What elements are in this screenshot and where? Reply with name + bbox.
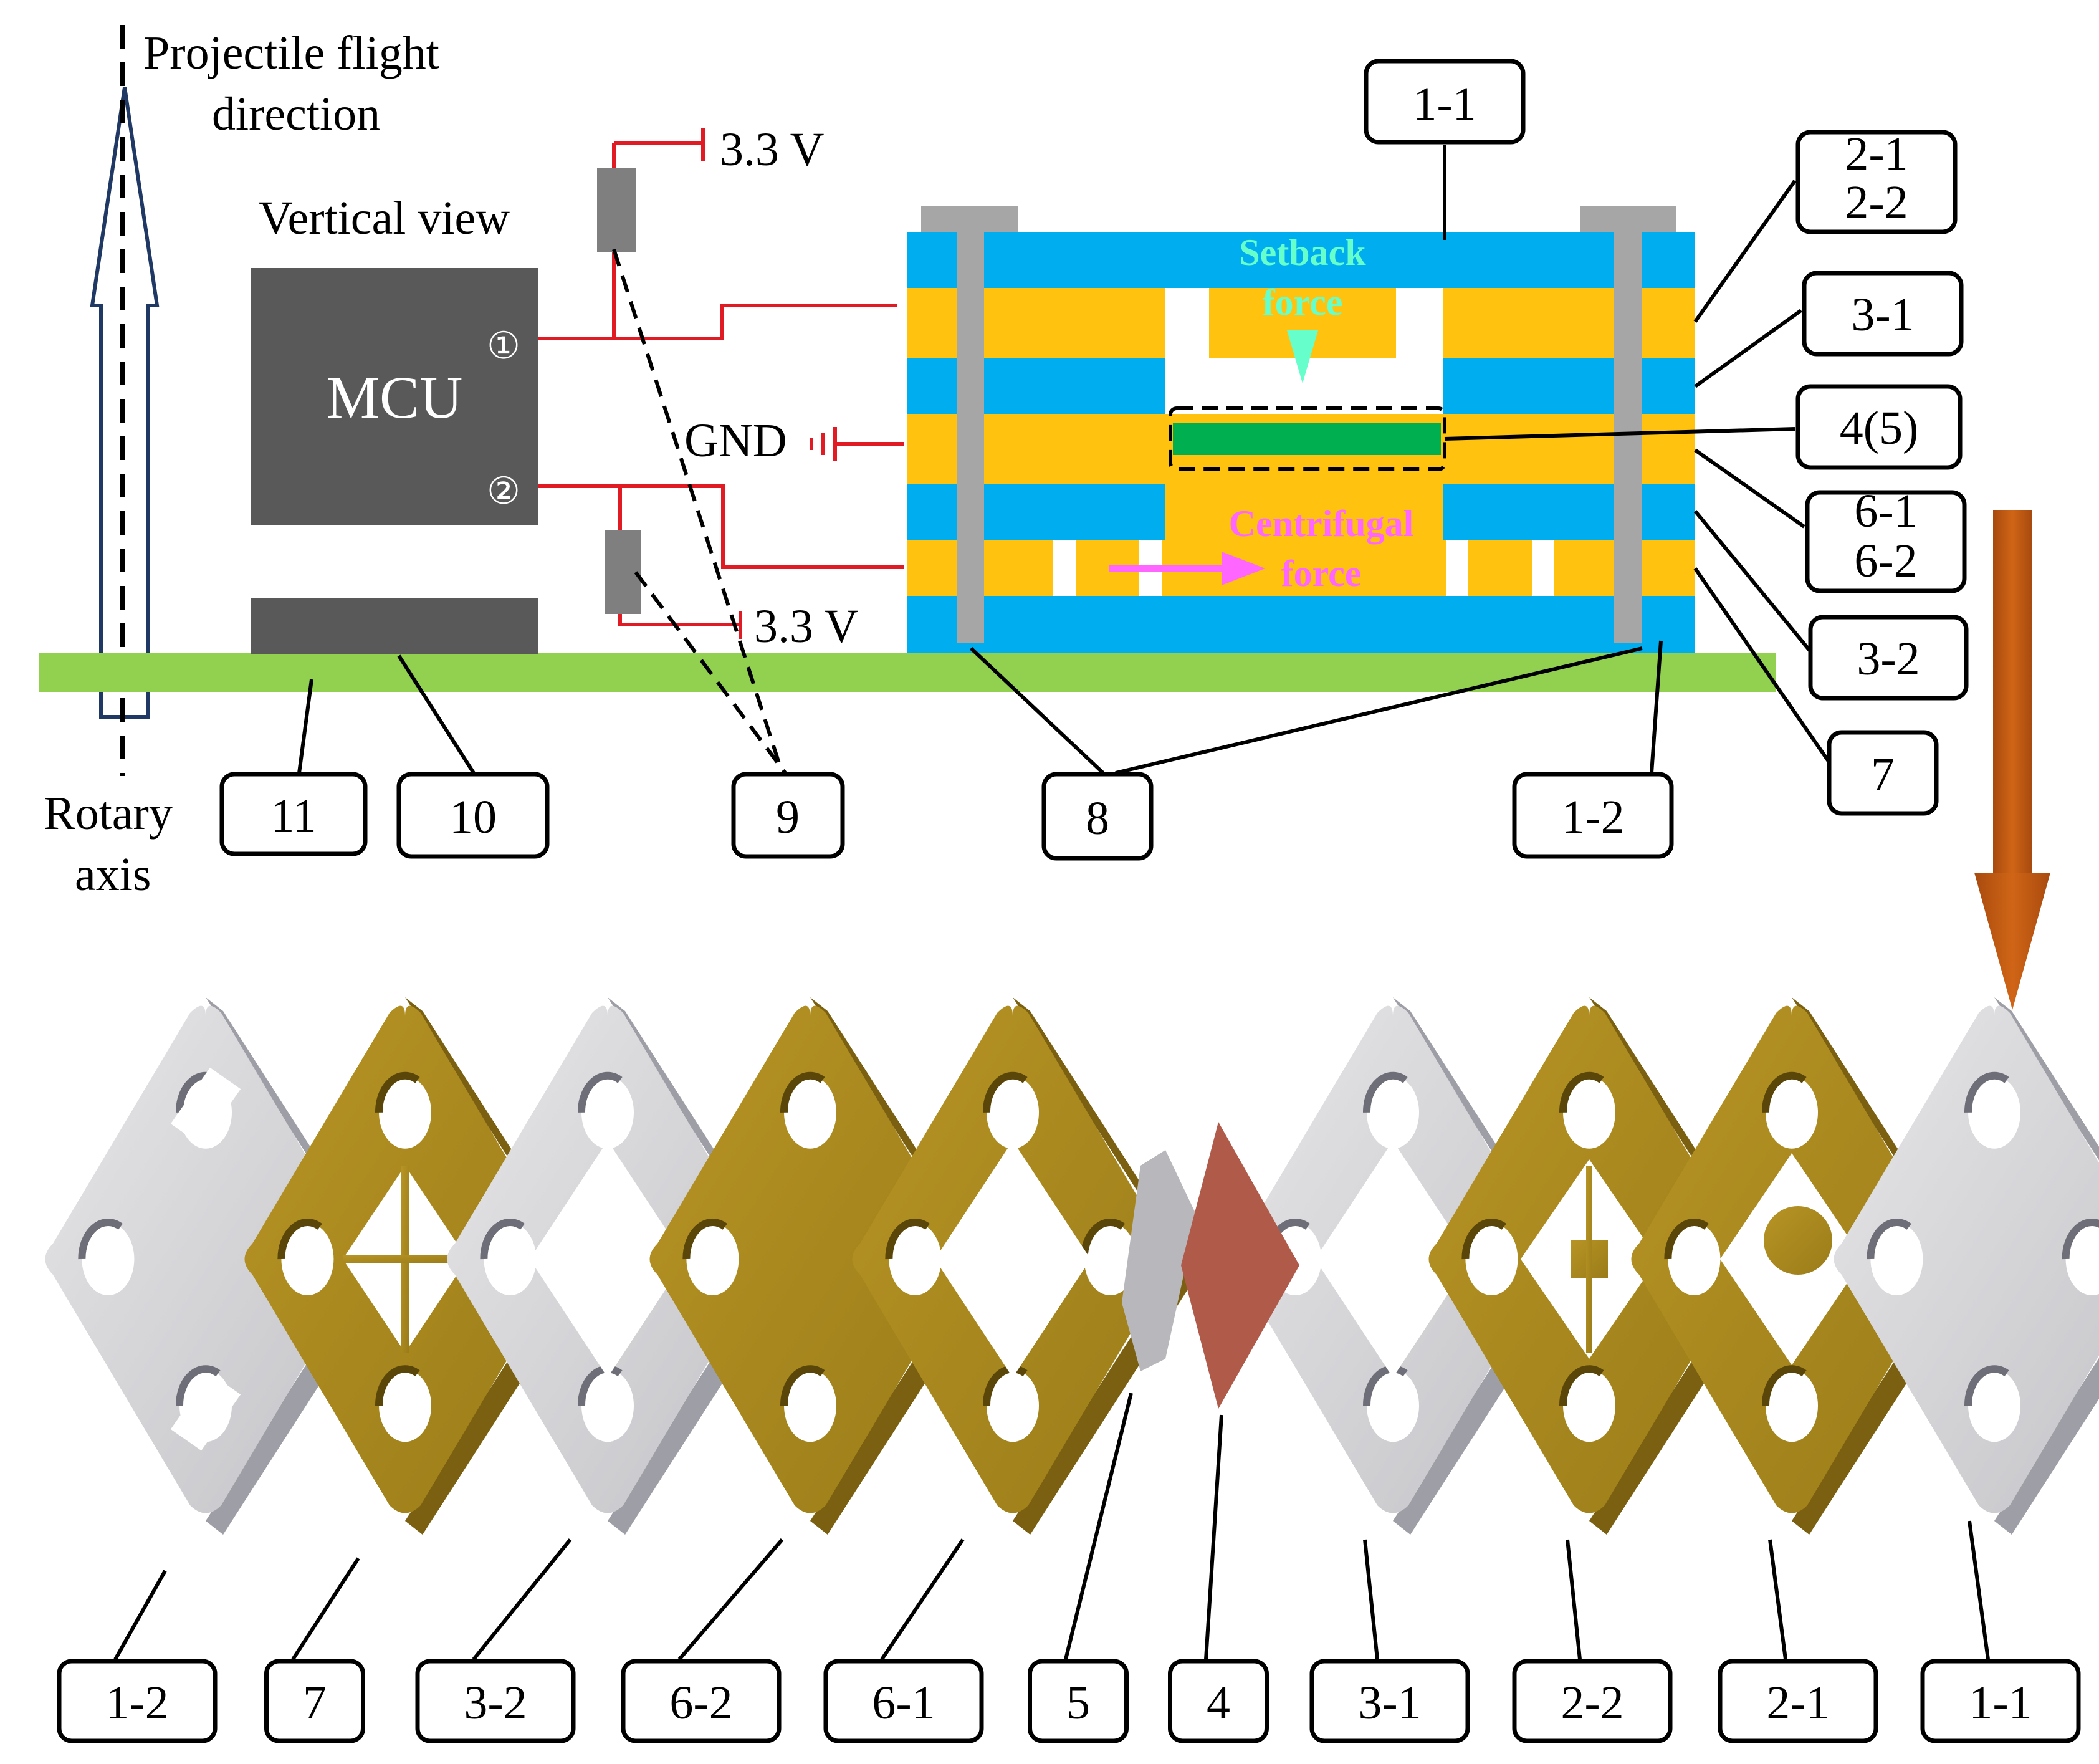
callout-1-2-top (1512, 772, 1674, 859)
chip-10 (251, 598, 538, 654)
callout-4-5-text: 4(5) (1840, 402, 1919, 454)
callout-4 (1168, 1659, 1269, 1743)
leader-9 (612, 249, 787, 774)
callout-4-5 (1795, 384, 1963, 470)
callout-1-2-top-text: 1-2 (1561, 791, 1624, 843)
rotary-axis-label-2: axis (75, 848, 151, 901)
leader-6-2 (677, 1538, 784, 1661)
callout-3-2-top (1808, 615, 1969, 701)
callout-5-text: 5 (1066, 1677, 1090, 1729)
resistor-top (597, 168, 636, 252)
circuit-board (39, 653, 1776, 692)
callout-2-2-text: 2-2 (1561, 1677, 1623, 1729)
mcu-label: MCU (327, 364, 463, 431)
callout-1-1-top-text: 1-1 (1413, 78, 1476, 130)
plate-7 (244, 997, 591, 1535)
rotary-axis-label-1: Rotary (44, 787, 173, 840)
centrifugal-force-label-1: Centrifugal (1229, 503, 1414, 544)
gnd-label: GND (684, 415, 787, 467)
plate-3-1 (1232, 997, 1579, 1535)
callout-6-2 (621, 1659, 782, 1743)
setback-force-label-1: Setback (1239, 232, 1366, 273)
callout-9 (731, 772, 845, 859)
callout-9-text: 9 (776, 791, 800, 843)
plate-2-1 (1631, 997, 1977, 1535)
callout-3-1-text: 3-1 (1358, 1677, 1421, 1729)
bottom-callouts: 1-2 7 3-2 6-2 6-1 5 4 3-1 2-2 2-1 1-1 (57, 1659, 2081, 1743)
callout-6-2-text: 6-2 (669, 1677, 732, 1729)
callout-3-1 (1309, 1659, 1470, 1743)
callout-3-2-top-text: 3-2 (1857, 633, 1920, 685)
callout-10 (396, 772, 550, 859)
callout-1-2 (57, 1659, 218, 1743)
resistor-bottom (605, 530, 641, 614)
leader-4 (1204, 1414, 1223, 1660)
bottom-leaders (113, 1393, 1990, 1661)
callout-7-top-text: 7 (1871, 749, 1895, 801)
plate-6-2 (649, 997, 996, 1535)
setback-force-label-2: force (1263, 282, 1343, 323)
callout-7-text: 7 (303, 1677, 327, 1729)
vcc-bottom-label: 3.3 V (754, 600, 859, 653)
leader-5 (1064, 1393, 1133, 1660)
callout-1-1-text: 1-1 (1969, 1677, 2032, 1729)
callout-11 (219, 772, 368, 856)
callout-3-1-top (1802, 271, 1964, 357)
callout-7-top (1827, 730, 1939, 816)
callout-2-2 (1512, 1659, 1673, 1743)
centrifugal-force-label-2: force (1281, 553, 1362, 594)
callout-2-1-text: 2-1 (1845, 128, 1908, 180)
mcu-chip (251, 268, 538, 525)
explode-arrow (1974, 510, 2050, 1010)
callout-6-1-text: 6-1 (872, 1677, 935, 1729)
leader-6-1 (880, 1538, 965, 1661)
callout-4-text: 4 (1207, 1677, 1230, 1729)
switch-cross-section (907, 206, 1695, 653)
callout-10-text: 10 (449, 791, 497, 843)
callout-2-1-2-2 (1795, 130, 1958, 234)
vertical-view-title: Vertical view (259, 192, 510, 244)
leader-2-1 (1768, 1539, 1787, 1660)
plate-6-1 (852, 997, 1198, 1535)
plate-1-1 (1834, 997, 2099, 1535)
leader-3-2 (472, 1538, 572, 1661)
piezo-4 (1181, 1122, 1299, 1409)
callout-5 (1028, 1659, 1129, 1743)
flight-direction-label-1: Projectile flight (143, 27, 439, 79)
circuit-wires (538, 128, 904, 639)
callout-11-text: 11 (270, 790, 316, 842)
callout-7 (264, 1659, 365, 1743)
callout-1-1 (1920, 1659, 2081, 1743)
callout-6-1 (823, 1659, 984, 1743)
callout-3-2 (415, 1659, 576, 1743)
callout-2-2-text: 2-2 (1845, 176, 1908, 229)
callout-1-2-text: 1-2 (105, 1677, 168, 1729)
mcu-pin2: ② (487, 471, 520, 512)
callout-2-1 (1718, 1659, 1878, 1743)
callout-6-1-6-2 (1805, 490, 1967, 593)
callout-8-text: 8 (1086, 792, 1109, 845)
exploded-plates (45, 997, 2099, 1535)
mcu-pin1: ① (487, 325, 520, 367)
callout-8 (1041, 772, 1154, 861)
leader-3-1 (1363, 1539, 1379, 1660)
callout-1-1-top (1364, 59, 1526, 145)
vcc-top-label: 3.3 V (720, 123, 825, 176)
flight-direction-label-2: direction (212, 88, 380, 140)
leader-7 (291, 1557, 360, 1661)
callout-3-1-top-text: 3-1 (1851, 289, 1914, 341)
callout-3-2-text: 3-2 (464, 1677, 527, 1729)
top-leaders (297, 145, 1834, 775)
callout-2-1-text: 2-1 (1766, 1677, 1829, 1729)
leader-1-1 (1968, 1520, 1990, 1660)
leader-2-2 (1566, 1539, 1582, 1660)
callout-6-2-text: 6-2 (1854, 535, 1917, 587)
leader-1-2 (113, 1570, 167, 1661)
electrode-5 (1122, 1150, 1197, 1371)
callout-6-1-text: 6-1 (1854, 485, 1917, 537)
